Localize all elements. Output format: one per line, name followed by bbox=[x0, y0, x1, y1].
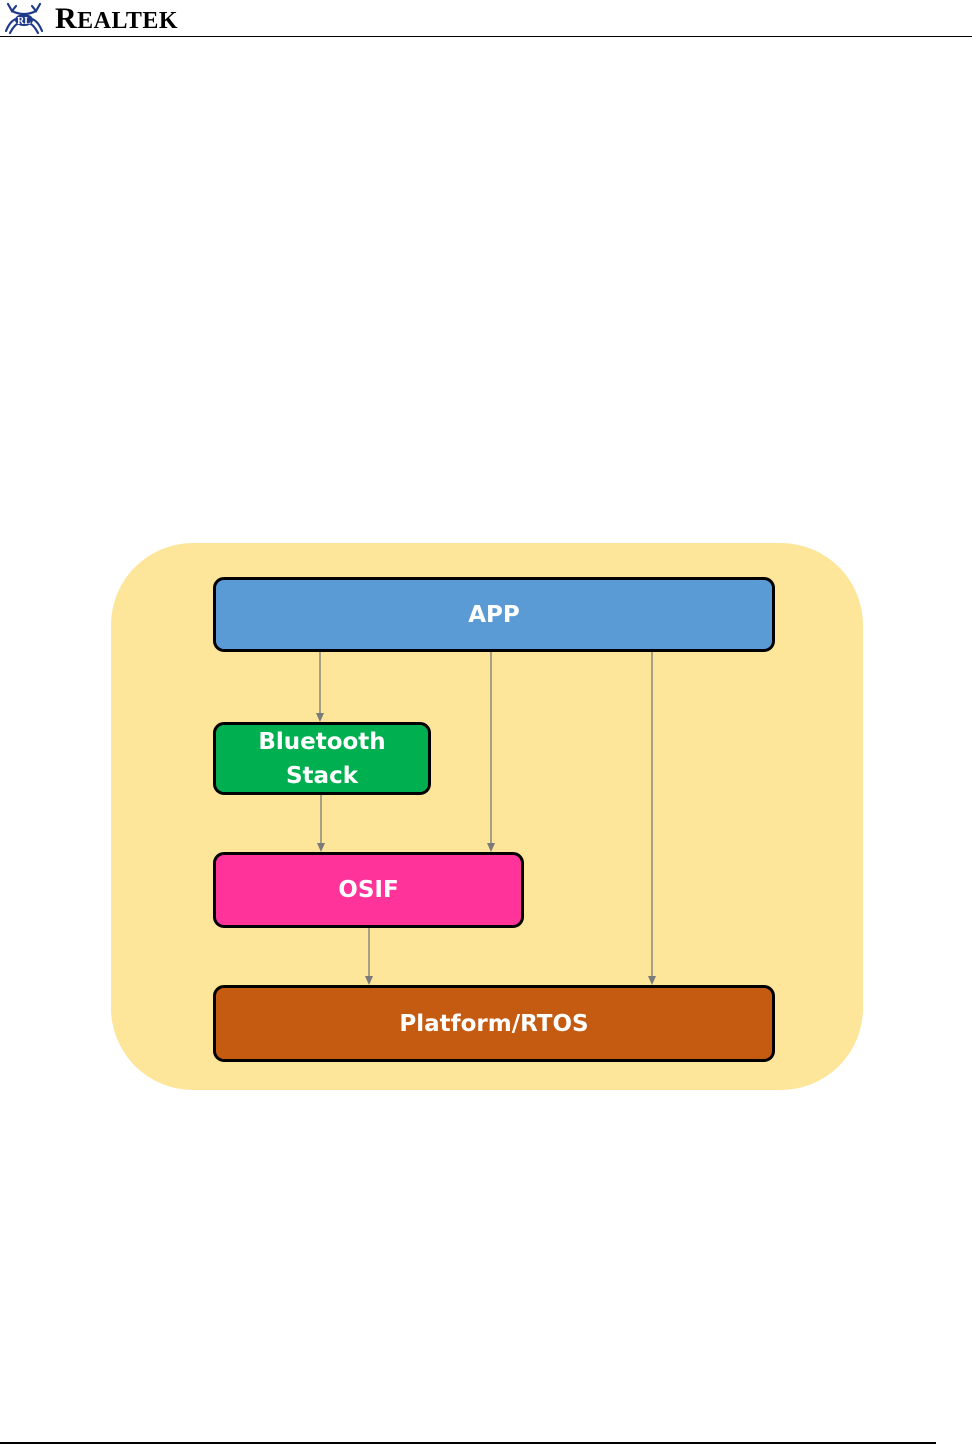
bluetooth-stack-label-line1: Bluetooth bbox=[258, 725, 385, 759]
app-layer-label: APP bbox=[468, 598, 520, 632]
brand-wordmark: REALTEK bbox=[55, 2, 178, 38]
bluetooth-stack-layer-box: Bluetooth Stack bbox=[213, 722, 431, 795]
footer-rule bbox=[0, 1442, 936, 1444]
platform-rtos-layer-label: Platform/RTOS bbox=[399, 1007, 588, 1041]
brand-lead-letter: R bbox=[55, 2, 77, 35]
osif-layer-box: OSIF bbox=[213, 852, 524, 928]
page-header: RL REALTEK bbox=[0, 0, 972, 37]
platform-rtos-layer-box: Platform/RTOS bbox=[213, 985, 775, 1062]
osif-layer-label: OSIF bbox=[338, 873, 398, 907]
bluetooth-stack-label-line2: Stack bbox=[258, 759, 385, 793]
app-layer-box: APP bbox=[213, 577, 775, 652]
svg-text:RL: RL bbox=[17, 16, 31, 27]
realtek-crab-logo-icon: RL bbox=[2, 1, 46, 35]
brand-rest-letters: EALTEK bbox=[77, 8, 178, 34]
